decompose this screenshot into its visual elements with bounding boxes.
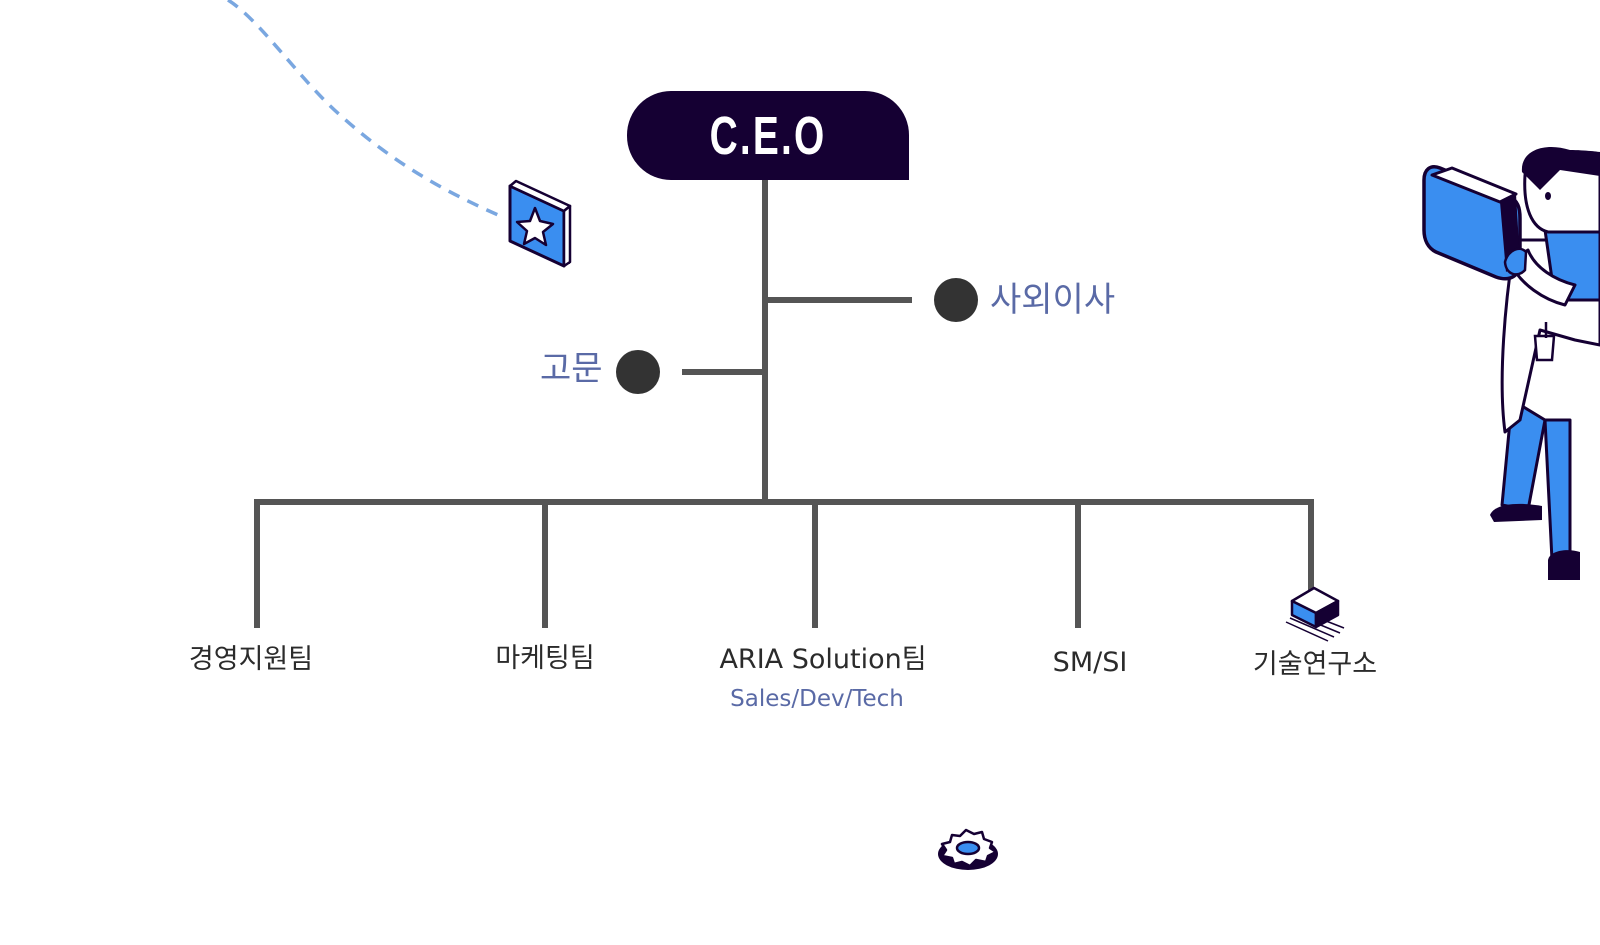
scientist-illustration [1422, 146, 1600, 580]
server-cube-icon [1285, 586, 1345, 642]
gear-icon [938, 828, 998, 870]
advisor-dot [616, 350, 660, 394]
outside-director-dot [934, 278, 978, 322]
advisor-label: 고문 [540, 349, 603, 389]
dept-label-0: 경영지원팀 [188, 644, 314, 675]
dept-label-3: SM/SI [1052, 647, 1128, 678]
dept-label-4: 기술연구소 [1252, 649, 1378, 680]
dept-label-1: 마케팅팀 [495, 643, 595, 674]
star-book-icon [508, 179, 572, 268]
ceo-label: C.E.O [709, 105, 827, 166]
dept-label-2: ARIA Solution팀 [719, 644, 927, 675]
outside-director-label: 사외이사 [990, 280, 1116, 320]
ceo-node: C.E.O [627, 91, 909, 180]
dept-sub-2: Sales/Dev/Tech [730, 686, 904, 712]
dashed-decor-path [227, 0, 506, 220]
